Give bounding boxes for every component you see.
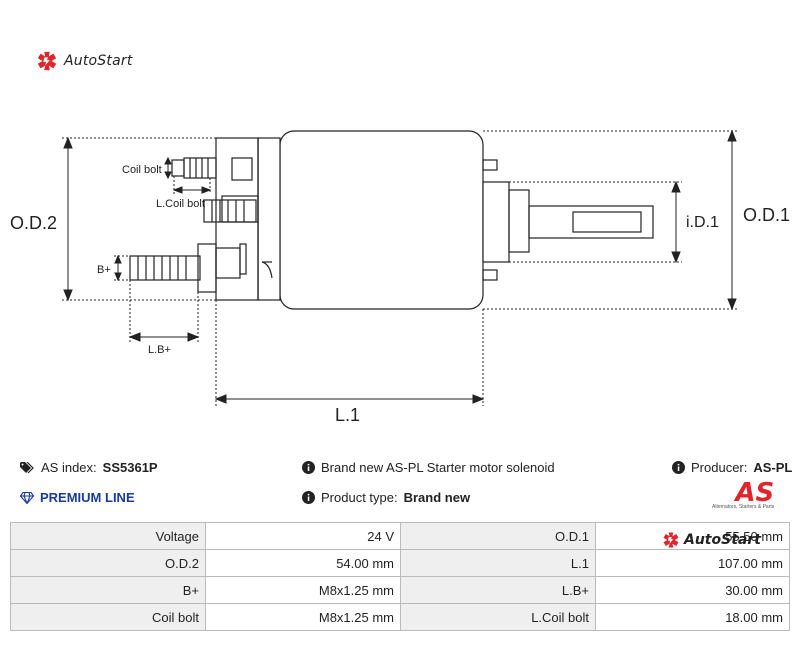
spec-label: L.B+ (400, 576, 596, 604)
as-index: AS index: SS5361P (20, 460, 158, 475)
od2-label: O.D.2 (10, 213, 57, 233)
bplus-label: B+ (97, 264, 111, 276)
spec-label: L.1 (400, 549, 596, 577)
l1-label: L.1 (335, 405, 360, 425)
spec-value: 24 V (205, 522, 401, 550)
product-type-label: Product type: (321, 490, 398, 505)
od1-label: O.D.1 (743, 205, 790, 225)
spec-label: L.Coil bolt (400, 603, 596, 631)
coil-bolt-label: Coil bolt (122, 164, 162, 176)
spec-value: 18.00 mm (595, 603, 790, 631)
spec-value: 54.00 mm (205, 549, 401, 577)
diamond-icon (20, 491, 34, 504)
table-row: Coil bolt M8x1.25 mm L.Coil bolt 18.00 m… (10, 603, 790, 631)
spec-label: Voltage (10, 522, 206, 550)
spec-label: Coil bolt (10, 603, 206, 631)
as-pl-logo: AS Alternators, Starters & Parts (712, 478, 775, 510)
producer-value: AS-PL (753, 460, 793, 475)
spec-value: 30.00 mm (595, 576, 790, 604)
solenoid-diagram: O.D.2 O.D.1 i.D.1 L.1 L.B+ B+ Coil bolt … (10, 129, 790, 425)
lb-label: L.B+ (148, 344, 171, 356)
producer-label: Producer: (691, 460, 748, 475)
spec-value: 107.00 mm (595, 549, 790, 577)
autostart-logo-icon (37, 51, 57, 71)
producer: Producer: AS-PL (672, 460, 792, 475)
table-row: B+ M8x1.25 mm L.B+ 30.00 mm (10, 576, 790, 604)
table-row: Voltage 24 V O.D.1 55.50 mm (10, 522, 790, 550)
spec-label: O.D.2 (10, 549, 206, 577)
info-icon (302, 461, 315, 474)
id1-label: i.D.1 (686, 214, 719, 231)
premium-line-text: PREMIUM LINE (40, 490, 135, 505)
as-pl-tagline: Alternators, Starters & Parts (712, 504, 775, 510)
l-coil-bolt-label: L.Coil bolt (156, 198, 205, 210)
product-description: Brand new AS-PL Starter motor solenoid (302, 460, 555, 475)
info-icon (672, 461, 685, 474)
premium-line-badge[interactable]: PREMIUM LINE (20, 490, 135, 505)
as-index-value: SS5361P (102, 460, 158, 475)
as-pl-logo-text: AS (735, 478, 775, 508)
tag-icon (20, 461, 34, 473)
spec-value: 55.50 mm (595, 522, 790, 550)
spec-value: M8x1.25 mm (205, 603, 401, 631)
info-icon (302, 491, 315, 504)
description-text: Brand new AS-PL Starter motor solenoid (321, 460, 555, 475)
spec-value: M8x1.25 mm (205, 576, 401, 604)
brand-name: AutoStart (64, 53, 133, 69)
spec-label: O.D.1 (400, 522, 596, 550)
as-index-label: AS index: (41, 460, 97, 475)
brand-logo[interactable]: AutoStart (36, 50, 133, 72)
table-row: O.D.2 54.00 mm L.1 107.00 mm (10, 549, 790, 577)
product-type-value: Brand new (403, 490, 471, 505)
specs-table: Voltage 24 V O.D.1 55.50 mm O.D.2 54.00 … (10, 522, 790, 631)
spec-label: B+ (10, 576, 206, 604)
product-type: Product type: Brand new (302, 490, 470, 505)
